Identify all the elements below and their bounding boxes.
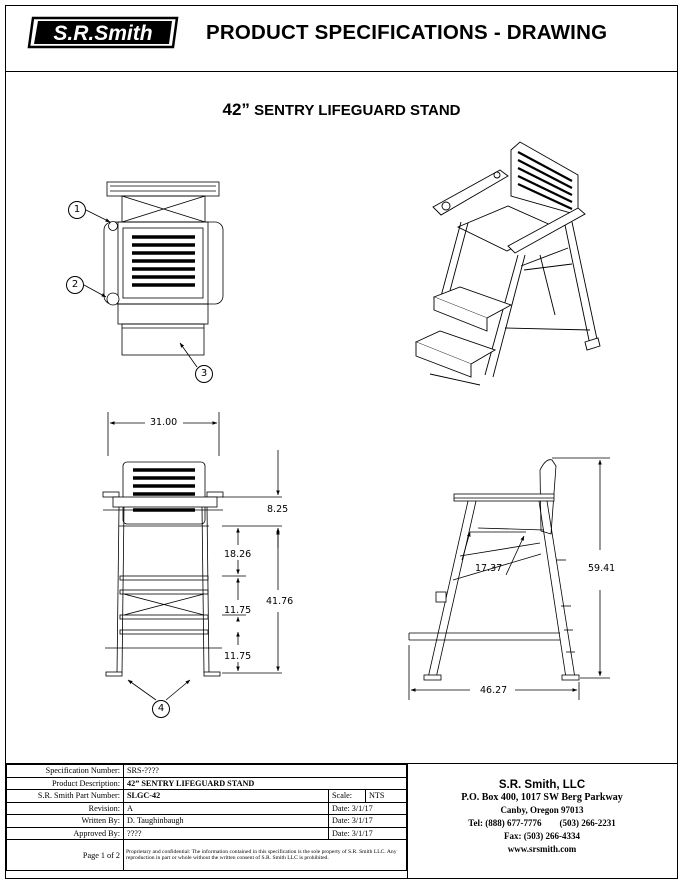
written-by: D. Taughinbaugh — [123, 814, 329, 828]
spec-table: Specification Number: SRS-???? Product D… — [6, 764, 407, 871]
company-address-2: Canby, Oregon 97013 — [500, 805, 584, 815]
product-name: SENTRY LIFEGUARD STAND — [254, 102, 461, 119]
isometric-view — [414, 141, 601, 386]
callout-2: 2 — [66, 276, 84, 294]
revision: A — [123, 801, 329, 815]
spec-number: SRS-???? — [123, 764, 407, 778]
cup-holder-icon — [108, 221, 118, 231]
dim-seat-depth: 17.37 — [475, 563, 503, 574]
confidentiality-notice: Proprietary and confidential: The inform… — [123, 839, 407, 871]
spec-number-label: Specification Number: — [6, 764, 124, 778]
callout-3: 3 — [195, 365, 213, 383]
revision-label: Revision: — [6, 801, 124, 815]
description-label: Product Description: — [6, 776, 124, 790]
dim-seat-height: 41.76 — [266, 596, 294, 607]
company-block: S.R. Smith, LLC P.O. Box 400, 1017 SW Be… — [408, 764, 676, 856]
side-view — [408, 459, 580, 681]
dim-upper-drop: 8.25 — [267, 504, 289, 515]
callout-4: 4 — [152, 700, 170, 718]
title-block-divider — [5, 763, 678, 764]
scale-label: Scale: — [328, 789, 366, 803]
logo-text: S.R.Smith — [53, 22, 152, 45]
drawing-frame — [5, 5, 678, 879]
dim-overall-depth: 46.27 — [480, 685, 508, 696]
company-fax: Fax: (503) 266-4334 — [504, 831, 580, 841]
technical-drawings — [83, 141, 610, 701]
top-view — [103, 181, 224, 356]
company-name: S.R. Smith, LLC — [498, 779, 586, 791]
dim-step-spacing-1: 11.75 — [224, 605, 252, 616]
description: 42” SENTRY LIFEGUARD STAND — [123, 776, 407, 790]
product-size: 42” — [222, 100, 250, 119]
part-number: SLGC-42 — [123, 789, 329, 803]
approved-by-label: Approved By: — [6, 826, 124, 840]
approved-by: ???? — [123, 826, 329, 840]
dim-overall-height: 59.41 — [588, 563, 616, 574]
scale-value: NTS — [365, 789, 407, 803]
dim-step-spacing-2: 11.75 — [224, 651, 252, 662]
page-number: Page 1 of 2 — [6, 839, 124, 871]
callout-1: 1 — [68, 201, 86, 219]
revision-date: Date: 3/1/17 — [328, 801, 407, 815]
page-header-title: PRODUCT SPECIFICATIONS - DRAWING — [206, 21, 608, 44]
part-number-label: S.R. Smith Part Number: — [6, 789, 124, 803]
written-by-label: Written By: — [6, 814, 124, 828]
company-web: www.srsmith.com — [507, 844, 577, 854]
seat-slats — [132, 235, 195, 287]
srsmith-logo: S.R.Smith — [27, 16, 179, 49]
dim-seat-to-step: 18.26 — [224, 549, 252, 560]
company-address-1: P.O. Box 400, 1017 SW Berg Parkway — [461, 792, 623, 803]
front-view — [102, 461, 224, 677]
written-date: Date: 3/1/17 — [328, 814, 407, 828]
cup-holder-icon — [106, 292, 120, 306]
approved-date: Date: 3/1/17 — [328, 826, 407, 840]
company-tel: Tel: (888) 677-7776 (503) 266-2231 — [468, 818, 616, 828]
title-block-vline — [407, 763, 408, 879]
dim-overall-width: 31.00 — [150, 417, 178, 428]
header — [5, 5, 678, 72]
product-title: 42” SENTRY LIFEGUARD STAND — [0, 100, 683, 120]
